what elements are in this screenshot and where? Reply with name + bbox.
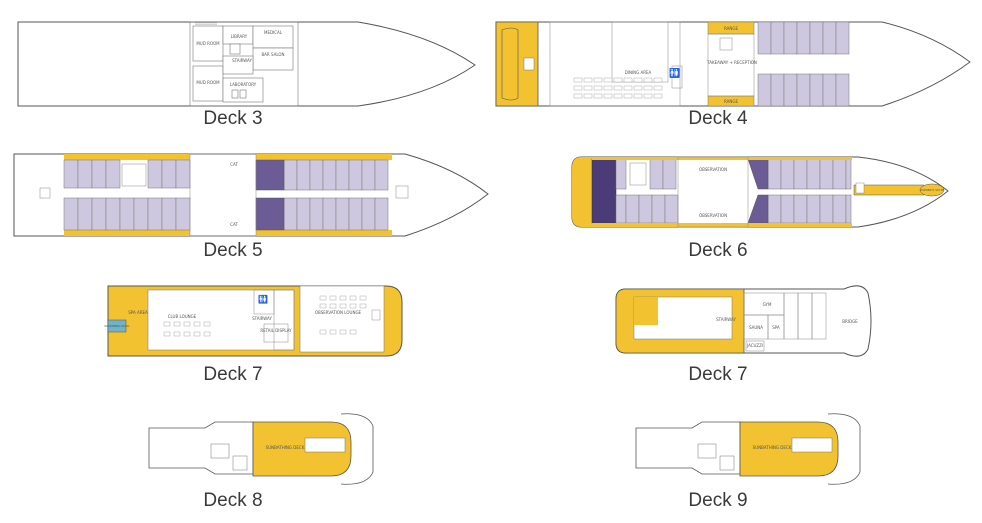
room-label: JACUZZI (746, 343, 763, 348)
room-label: MUD ROOM (196, 41, 220, 46)
deck-4-plan: 🚻 DINING AREA TAKEAWAY + RECEPTION RANGE… (492, 16, 972, 112)
room-label: TAKEAWAY + RECEPTION (706, 60, 757, 65)
deck-4-cabins (757, 21, 850, 107)
sunbathing-deck (252, 421, 352, 477)
deck-9-plan: SUNBATHING DECK (632, 408, 872, 488)
owners-suite (591, 158, 617, 224)
deck-7b-plan: GYM STAIRWAY SAUNA SPA JACUZZI BRIDGE (612, 281, 874, 363)
deck-label: Deck 4 (688, 108, 748, 129)
room-label: STAIRWAY (716, 317, 736, 322)
aft-deck (495, 21, 539, 107)
deck-6-cabins (625, 158, 852, 224)
room-label: OWNER'S SUITE (920, 188, 944, 192)
room-label: OBSERVATION LOUNGE (315, 310, 362, 315)
room-label: CLUB LOUNGE (168, 314, 197, 319)
room-label: SPA AREA (128, 310, 148, 315)
deck-label: Deck 7 (688, 364, 748, 385)
room-label: SUNBATHING DECK (753, 445, 792, 450)
deck-label: Deck 8 (203, 490, 263, 511)
room-label: MUD ROOM (196, 80, 220, 85)
room-label: LABORATORY (230, 82, 257, 87)
mud-room-upper (192, 25, 224, 62)
deck-5-cabins (63, 159, 389, 231)
stairway (222, 55, 254, 75)
catwalk (853, 184, 925, 196)
room-label: BAR SALON (261, 52, 284, 57)
deck-7-plan: 🚻 SPA AREA SWIMMING POOL CLUB LOUNGE STA… (104, 284, 404, 360)
room-label: RETAIL DISPLAY (260, 328, 292, 333)
deck-label: Deck 7 (203, 364, 263, 385)
deck-3-plan: LIBRARY MEDICAL MUD ROOM STAIRWAY BAR SA… (10, 16, 480, 112)
mud-room-lower (192, 65, 224, 102)
room-label: OBSERVATION (699, 167, 727, 172)
room-label: DINING AREA (625, 70, 652, 75)
room-label: OBSERVATION (699, 213, 727, 218)
room-label: SPA (772, 325, 780, 330)
room-label: LIBRARY (231, 34, 248, 39)
deck-8-plan: SUNBATHING DECK (145, 408, 385, 488)
room-label: CAT (230, 162, 238, 167)
room-label: MEDICAL (264, 30, 283, 35)
room-label: RANGE (724, 99, 738, 104)
suite-lower (255, 197, 285, 231)
deck-6-plan: OBSERVATION OBSERVATION OWNER'S SUITE (568, 155, 958, 235)
swimming-pool (107, 319, 127, 333)
room-label: GYM (763, 302, 772, 307)
room-label: BRIDGE (842, 319, 858, 324)
deck-label: Deck 6 (688, 240, 748, 261)
room-label: SWIMMING POOL (104, 324, 130, 328)
room-label: SAUNA (749, 325, 763, 330)
deck-4-hull (495, 21, 971, 107)
restroom-icon: 🚻 (669, 67, 680, 79)
room-label: RANGE (724, 26, 738, 31)
room-label: SUNBATHING DECK (266, 445, 305, 450)
deck-label: Deck 9 (688, 490, 748, 511)
room-label: STAIRWAY (232, 58, 252, 63)
sunbathing-deck (739, 421, 839, 477)
restroom-icon: 🚻 (258, 294, 268, 304)
suite-upper (255, 159, 285, 191)
room-label: STAIRWAY (252, 316, 272, 321)
deck-5-plan: CAT CAT (10, 150, 490, 242)
deck-label: Deck 3 (203, 108, 263, 129)
deck-label: Deck 5 (203, 240, 263, 261)
room-label: CAT (230, 222, 238, 227)
